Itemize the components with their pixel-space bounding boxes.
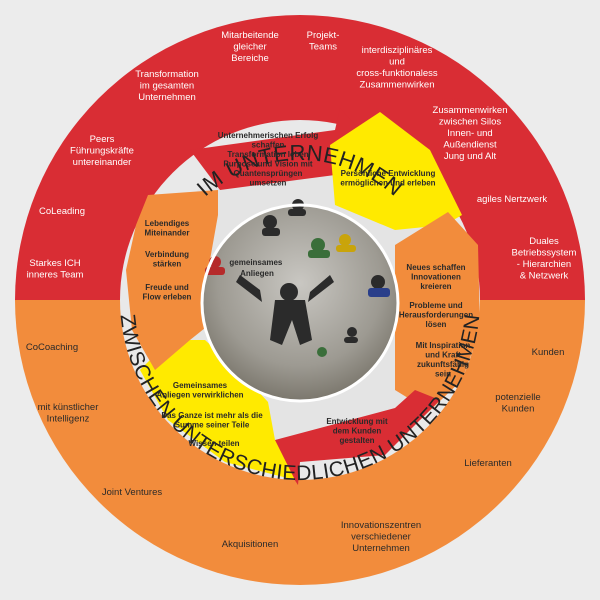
skydivers-illustration [205, 199, 390, 357]
center-photo-border [200, 203, 400, 403]
outer-bottom-label: Joint Ventures [102, 487, 162, 498]
outer-bottom-label: Akquisitionen [222, 539, 279, 550]
arrow-red-bottom [268, 390, 440, 485]
outer-top-label: Projekt-Teams [307, 30, 340, 53]
arrow-yellow-top [330, 112, 462, 230]
outer-bottom-label: CoCoaching [26, 342, 78, 353]
outer-bottom-label: Lieferanten [464, 458, 512, 469]
arrow-yellow-bottom [140, 340, 295, 480]
outer-top-label: agiles Nertzwerk [477, 194, 547, 205]
arrow-orange-left [126, 190, 218, 370]
inner-block-yellow-bottom-3: Wissen teilen [188, 439, 239, 448]
outer-top-label: CoLeading [39, 206, 85, 217]
outer-bottom-label: Kunden [532, 347, 565, 358]
center-label: gemeinsames Anliegen [229, 258, 284, 278]
arrow-orange-right [395, 212, 480, 420]
